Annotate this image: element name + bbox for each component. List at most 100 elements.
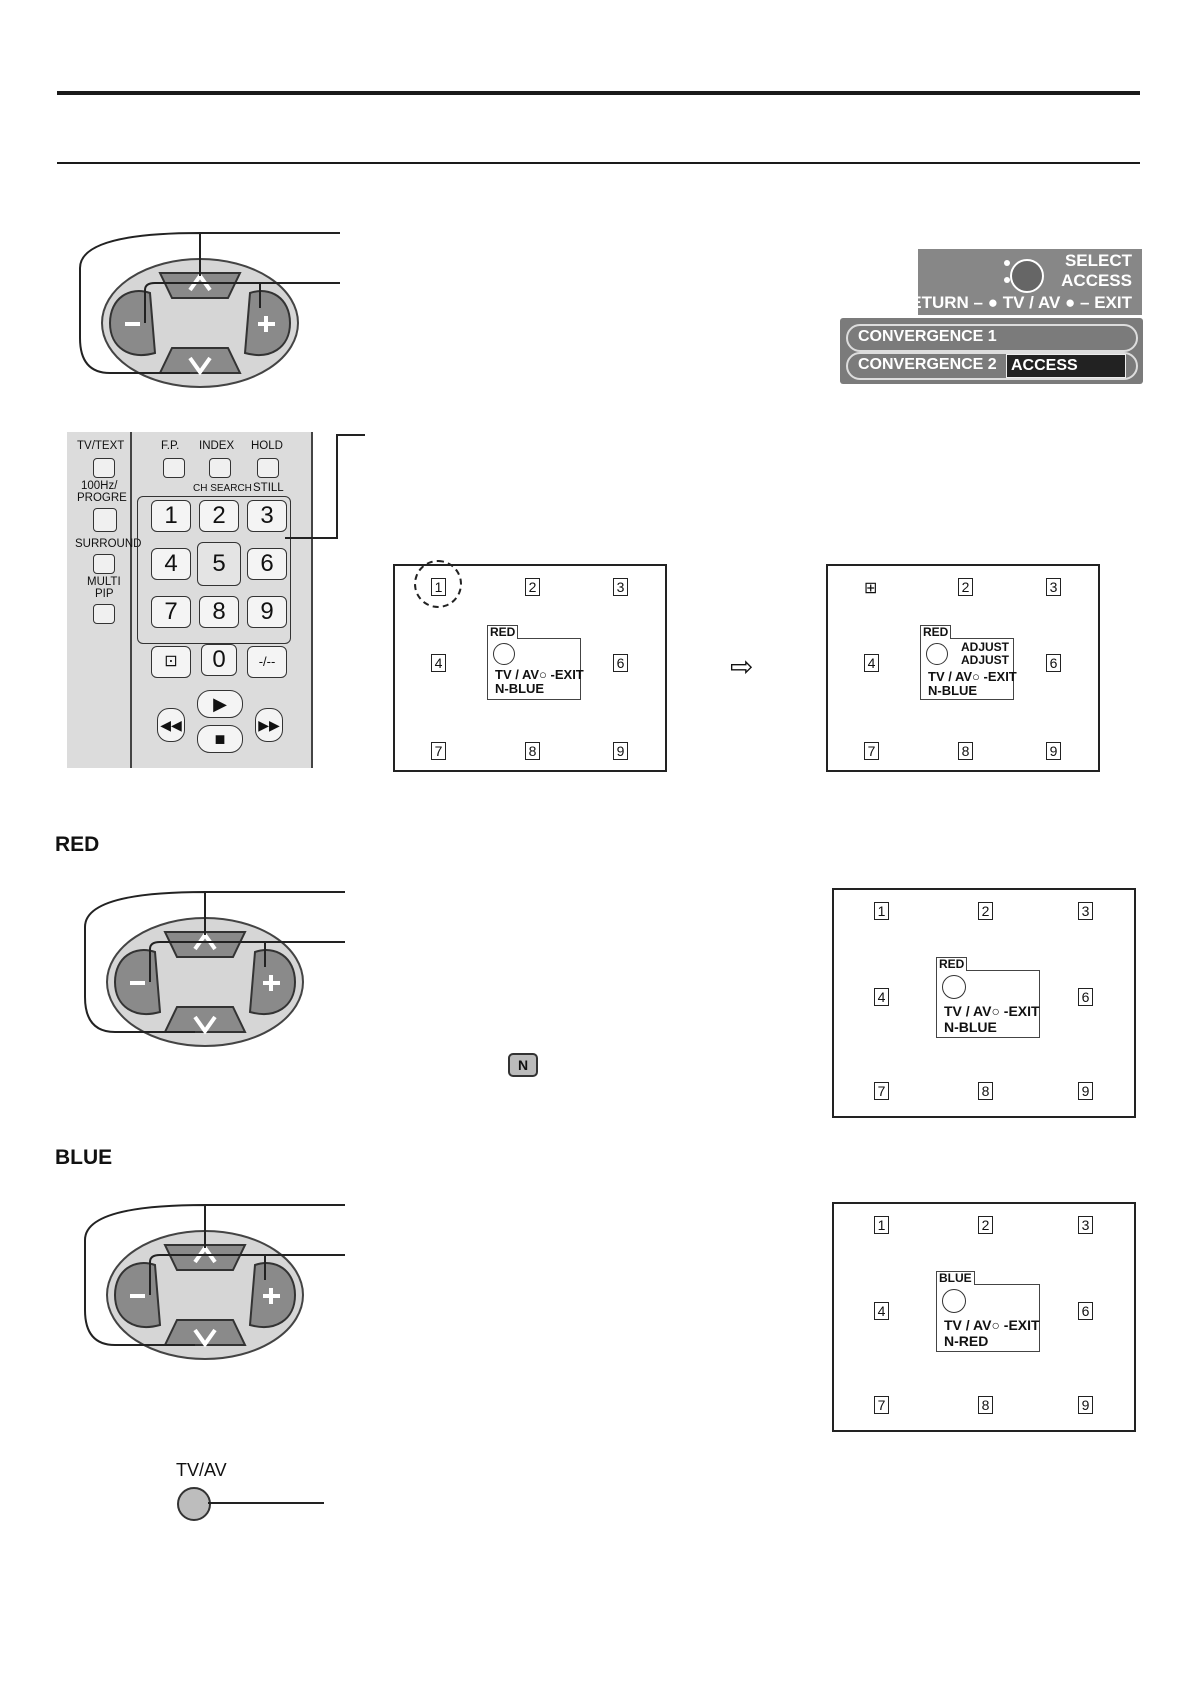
osd-blue-line2: N-RED [944, 1333, 989, 1349]
key-4[interactable]: 4 [151, 548, 191, 580]
stop-button[interactable]: ■ [197, 725, 243, 753]
point-6: 6 [1046, 654, 1061, 672]
convergence-menu: CONVERGENCE 1 CONVERGENCE 2 ACCESS [840, 318, 1143, 384]
key-7[interactable]: 7 [151, 596, 191, 628]
point-7: 7 [874, 1396, 889, 1414]
point-2: 2 [978, 902, 993, 920]
point-8: 8 [978, 1082, 993, 1100]
key-8[interactable]: 8 [199, 596, 239, 628]
dashed-circle-icon [414, 560, 462, 608]
point-9: 9 [1078, 1082, 1093, 1100]
point-3: 3 [1078, 902, 1093, 920]
osd-red-tag: RED [936, 957, 968, 971]
dpad-2-up[interactable] [163, 931, 247, 958]
tv-text-button[interactable] [93, 458, 115, 478]
key-3[interactable]: 3 [247, 500, 287, 532]
point-2: 2 [525, 578, 540, 596]
osd-b-line2: N-BLUE [928, 683, 978, 698]
n-button[interactable]: N [508, 1053, 538, 1077]
key-dash[interactable]: -/-- [247, 646, 287, 678]
down-chevron-icon [188, 356, 212, 376]
point-3: 3 [1078, 1216, 1093, 1234]
dpad-3-up[interactable] [163, 1244, 247, 1271]
dpad-3 [84, 1203, 345, 1360]
screen-b: ⊞ 2 3 4 6 7 8 9 RED ADJUST ADJUST TV / A… [826, 564, 1100, 772]
nav-return-exit-label: RETURN – ● TV / AV ● – EXIT [897, 293, 1132, 312]
point-9: 9 [1046, 742, 1061, 760]
point-3: 3 [613, 578, 628, 596]
red-heading: RED [55, 833, 100, 856]
point-4: 4 [874, 988, 889, 1006]
point-2: 2 [978, 1216, 993, 1234]
fp-button[interactable] [163, 458, 185, 478]
ch-search-label: CH SEARCH [193, 483, 252, 494]
key-2[interactable]: 2 [199, 500, 239, 532]
point-7: 7 [874, 1082, 889, 1100]
remote-control: TV/TEXT 100Hz/ PROGRE SURROUND MULTI PIP… [67, 432, 313, 768]
index-label: INDEX [199, 440, 235, 452]
nav-access-label: ACCESS [1061, 271, 1132, 290]
point-7: 7 [431, 742, 446, 760]
down-chevron-icon [193, 1328, 217, 1348]
multi-label: MULTI [87, 576, 121, 588]
dpad-1-down[interactable] [158, 347, 242, 374]
key-1[interactable]: 1 [151, 500, 191, 532]
point-1: 1 [874, 1216, 889, 1234]
convergence-1-row[interactable]: CONVERGENCE 1 [846, 324, 1138, 352]
progre-label: PROGRE [77, 492, 127, 504]
tvav-callout-line [208, 1502, 324, 1504]
joystick-icon [942, 975, 966, 999]
osd-b-tag: RED [920, 625, 952, 639]
point-9: 9 [1078, 1396, 1093, 1414]
point-4: 4 [431, 654, 446, 672]
dpad-1-up[interactable] [158, 272, 242, 299]
osd-blue: BLUE TV / AV○ -EXIT N-RED [936, 1271, 1040, 1352]
crosshair-icon: ⊞ [864, 580, 878, 597]
tvav-label: TV/AV [176, 1460, 227, 1480]
key-aspect[interactable]: ⊡ [151, 646, 191, 678]
remote-divider [130, 432, 132, 768]
osd-blue-tag: BLUE [936, 1271, 975, 1285]
key-0[interactable]: 0 [201, 644, 237, 676]
arrow-right-icon: ⇨ [730, 651, 754, 682]
key-9[interactable]: 9 [247, 596, 287, 628]
osd-red-line1: TV / AV○ -EXIT [944, 1003, 1040, 1019]
remote-callout-line [285, 434, 365, 539]
nav-select-label: SELECT [1064, 251, 1132, 270]
joystick-icon [1004, 259, 1044, 293]
point-8: 8 [958, 742, 973, 760]
still-label: STILL [253, 482, 284, 494]
osd-a: RED TV / AV○ -EXIT N-BLUE [487, 625, 584, 700]
index-button[interactable] [209, 458, 231, 478]
surround-button[interactable] [93, 554, 115, 574]
play-button[interactable]: ▶ [197, 690, 243, 718]
osd-b-adjust1: ADJUST [961, 640, 1010, 654]
point-4: 4 [864, 654, 879, 672]
osd-blue-line1: TV / AV○ -EXIT [944, 1317, 1040, 1333]
key-6[interactable]: 6 [247, 548, 287, 580]
osd-b: RED ADJUST ADJUST TV / AV○ -EXIT N-BLUE [920, 625, 1017, 700]
convergence-nav-panel: SELECT ACCESS RETURN – ● TV / AV ● – EXI… [898, 249, 1142, 315]
pip-label: PIP [95, 588, 114, 600]
tvav-button[interactable] [177, 1487, 211, 1521]
hold-button[interactable] [257, 458, 279, 478]
convergence-2-row[interactable]: CONVERGENCE 2 ACCESS [846, 352, 1138, 380]
key-5[interactable]: 5 [197, 542, 241, 586]
point-6: 6 [1078, 988, 1093, 1006]
point-4: 4 [874, 1302, 889, 1320]
progre-button[interactable] [93, 508, 117, 532]
rewind-button[interactable]: ◀◀ [157, 708, 185, 742]
joystick-icon [942, 1289, 966, 1313]
point-8: 8 [978, 1396, 993, 1414]
pip-button[interactable] [93, 604, 115, 624]
forward-button[interactable]: ▶▶ [255, 708, 283, 742]
surround-label: SURROUND [75, 538, 142, 550]
joystick-icon [926, 643, 948, 665]
point-1: 1 [874, 902, 889, 920]
dpad-2-down[interactable] [163, 1006, 247, 1033]
point-7: 7 [864, 742, 879, 760]
dpad-2 [84, 890, 345, 1047]
dpad-3-down[interactable] [163, 1319, 247, 1346]
blue-heading: BLUE [55, 1146, 113, 1169]
down-chevron-icon [193, 1015, 217, 1035]
